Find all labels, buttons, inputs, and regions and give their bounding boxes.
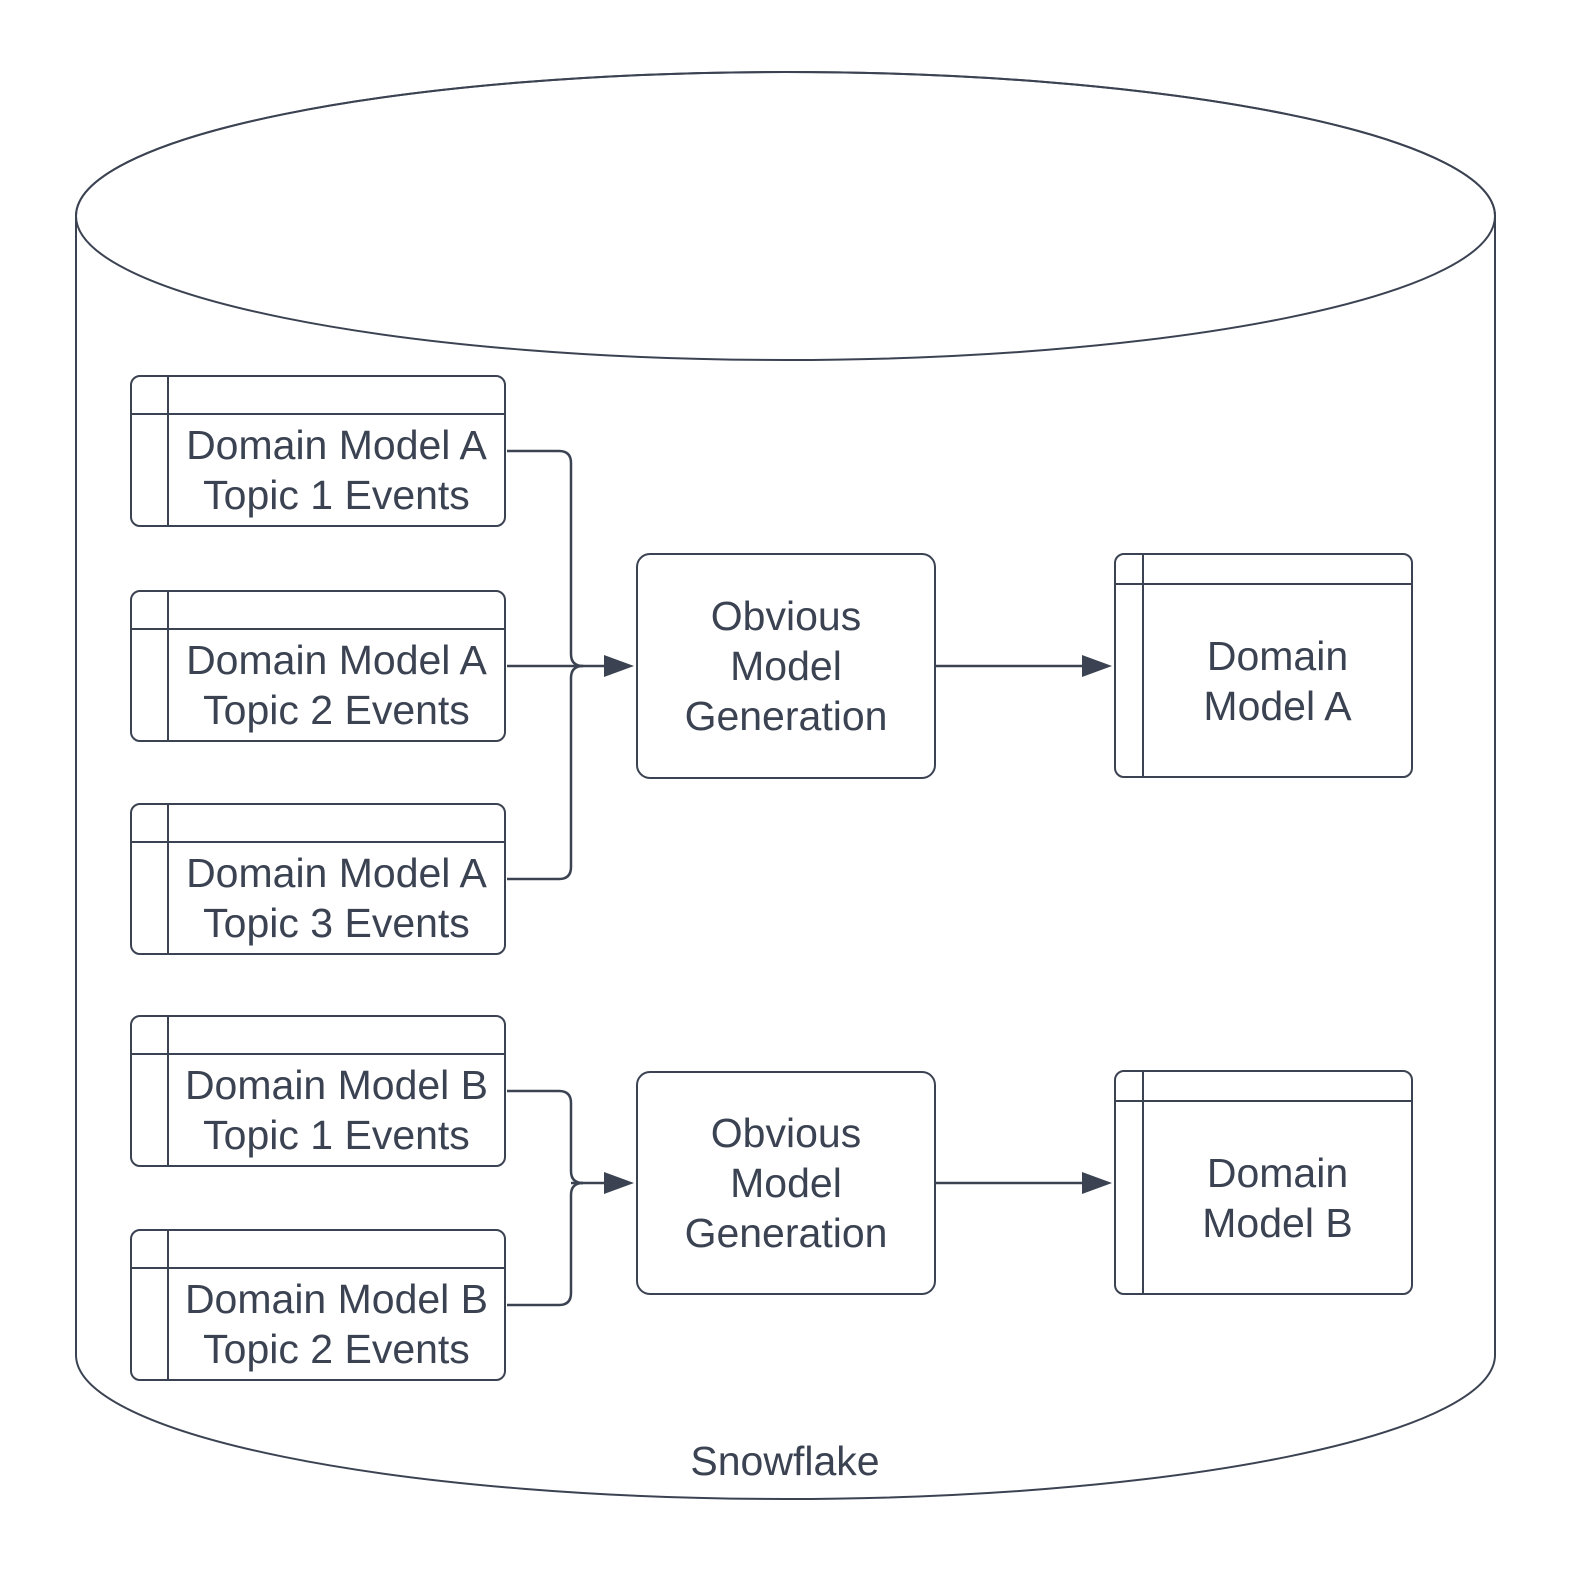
table-domain-model-a-topic-2-events[interactable]: Domain Model A Topic 2 Events [130,590,506,742]
table-label: Domain Model B [1144,1102,1411,1293]
table-domain-model-b-topic-2-events[interactable]: Domain Model B Topic 2 Events [130,1229,506,1381]
process-obvious-model-generation-b[interactable]: Obvious Model Generation [636,1071,936,1295]
table-label-line1: Domain Model A [186,850,487,896]
table-label-line2: Model A [1203,682,1352,729]
process-label-line2: Model [730,643,842,689]
table-domain-model-b[interactable]: Domain Model B [1114,1070,1413,1295]
table-label: Domain Model A [1144,585,1411,776]
table-label: Domain Model A Topic 1 Events [169,415,504,525]
table-domain-model-a-topic-3-events[interactable]: Domain Model A Topic 3 Events [130,803,506,955]
table-label: Domain Model A Topic 2 Events [169,630,504,740]
process-label-line2: Model [730,1160,842,1206]
database-cylinder-top-ellipse[interactable] [75,71,1496,361]
process-label-line3: Generation [684,693,888,739]
table-column-divider [1142,555,1144,776]
table-column-divider [167,592,169,740]
table-header-divider [132,841,504,843]
process-label-line1: Obvious [710,1110,862,1156]
table-label-line2: Topic 1 Events [203,472,470,518]
table-header-divider [1116,583,1411,585]
table-column-divider [167,805,169,953]
table-column-divider [1142,1072,1144,1293]
table-header-divider [1116,1100,1411,1102]
table-label-line1: Domain Model B [184,1276,489,1322]
table-header-divider [132,1267,504,1269]
table-label-line1: Domain [1206,632,1349,679]
connector-model-b-topic1-to-generation[interactable] [507,1089,584,1185]
process-label-line3: Generation [684,1210,888,1256]
process-obvious-model-generation-a[interactable]: Obvious Model Generation [636,553,936,779]
table-header-divider [132,413,504,415]
connector-model-a-topic1-to-generation[interactable] [507,449,584,668]
connector-model-a-topic3-to-generation[interactable] [507,664,584,881]
table-label-line1: Domain Model B [184,1062,489,1108]
table-label-line2: Topic 2 Events [203,687,470,733]
table-label: Domain Model B Topic 1 Events [169,1055,504,1165]
table-header-divider [132,628,504,630]
table-column-divider [167,1231,169,1379]
arrowhead-into-generation-a [604,655,634,677]
arrowhead-into-domain-model-b [1082,1172,1112,1194]
table-label-line2: Model B [1202,1199,1353,1246]
table-domain-model-a[interactable]: Domain Model A [1114,553,1413,778]
table-label: Domain Model A Topic 3 Events [169,843,504,953]
table-label-line1: Domain [1206,1149,1349,1196]
process-label-line1: Obvious [710,593,862,639]
table-label-line2: Topic 3 Events [203,900,470,946]
table-column-divider [167,1017,169,1165]
table-label-line2: Topic 1 Events [203,1112,470,1158]
table-label-line1: Domain Model A [186,637,487,683]
table-label: Domain Model B Topic 2 Events [169,1269,504,1379]
arrowhead-into-domain-model-a [1082,655,1112,677]
table-domain-model-b-topic-1-events[interactable]: Domain Model B Topic 1 Events [130,1015,506,1167]
connector-model-b-topic2-to-generation[interactable] [507,1181,584,1307]
arrowhead-into-generation-b [604,1172,634,1194]
table-label-line1: Domain Model A [186,422,487,468]
table-header-divider [132,1053,504,1055]
database-label-snowflake: Snowflake [690,1438,880,1484]
table-domain-model-a-topic-1-events[interactable]: Domain Model A Topic 1 Events [130,375,506,527]
table-column-divider [167,377,169,525]
table-label-line2: Topic 2 Events [203,1326,470,1372]
